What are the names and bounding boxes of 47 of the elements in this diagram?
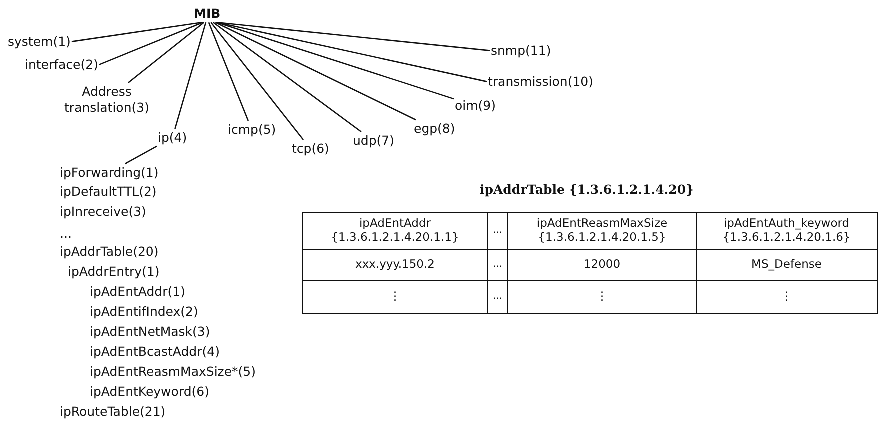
table-cell: ⋮ (696, 280, 878, 314)
table-cell: xxx.yyy.150.2 (302, 249, 488, 282)
tree-node-label: ip(4) (158, 130, 188, 146)
tree-node-label: ipForwarding(1) (60, 165, 159, 181)
tree-connector (213, 22, 362, 133)
table-cell: 12000 (507, 249, 698, 282)
tree-item-label: ipAdEntifIndex(2) (90, 304, 198, 320)
tree-connector (217, 22, 490, 52)
tree-item-label: ipAdEntAddr(1) (90, 284, 186, 300)
table-cell: ⋮ (507, 280, 698, 314)
table-cell: MS_Defense (696, 249, 878, 282)
tree-connector (210, 22, 304, 140)
tree-node-label: egp(8) (414, 121, 456, 137)
tree-connector (99, 22, 204, 66)
tree-connector (215, 22, 416, 121)
tree-node-label: interface(2) (25, 57, 98, 73)
table-header-cell: ipAdEntAddr {1.3.6.1.2.1.4.20.1.1} (302, 212, 488, 250)
tree-item-label: ipAddrEntry(1) (68, 264, 160, 280)
tree-connector (72, 22, 202, 42)
tree-node-label: udp(7) (353, 133, 394, 149)
tree-item-label: ipAdEntKeyword(6) (90, 384, 210, 400)
tree-item-label: ipAdEntNetMask(3) (90, 324, 210, 340)
tree-node-label: system(1) (8, 34, 71, 50)
tree-item-label: ipRouteTable(21) (60, 404, 166, 420)
ellipsis-text: ... (60, 226, 72, 242)
tree-item-label: ipInreceive(3) (60, 204, 146, 220)
tree-connector (124, 146, 158, 165)
table-header-cell: ipAdEntAuth_keyword {1.3.6.1.2.1.4.20.1.6} (696, 212, 878, 250)
tree-node-label: icmp(5) (228, 122, 276, 138)
tree-connector (128, 22, 205, 84)
table-cell: ... (487, 280, 508, 314)
tree-connector (216, 22, 454, 100)
tree-node-label: Address translation(3) (48, 84, 166, 116)
tree-node-label: tcp(6) (292, 141, 330, 157)
tree-item-label: ipAddrTable(20) (60, 244, 159, 260)
table-header-cell: ipAdEntReasmMaxSize {1.3.6.1.2.1.4.20.1.5} (507, 212, 698, 250)
root-label: MIB (194, 6, 221, 22)
tree-connector (174, 22, 207, 130)
tree-item-label: ipAdEntBcastAddr(4) (90, 344, 220, 360)
tree-node-label: transmission(10) (488, 74, 594, 90)
tree-connector (217, 22, 488, 82)
tree-item-label: ipDefaultTTL(2) (60, 184, 157, 200)
tree-item-label: ipAdEntReasmMaxSize*(5) (90, 364, 256, 380)
table-cell: ⋮ (302, 280, 488, 314)
tree-connector (208, 22, 250, 122)
tree-node-label: oim(9) (455, 98, 496, 114)
tree-node-label: snmp(11) (491, 43, 552, 59)
